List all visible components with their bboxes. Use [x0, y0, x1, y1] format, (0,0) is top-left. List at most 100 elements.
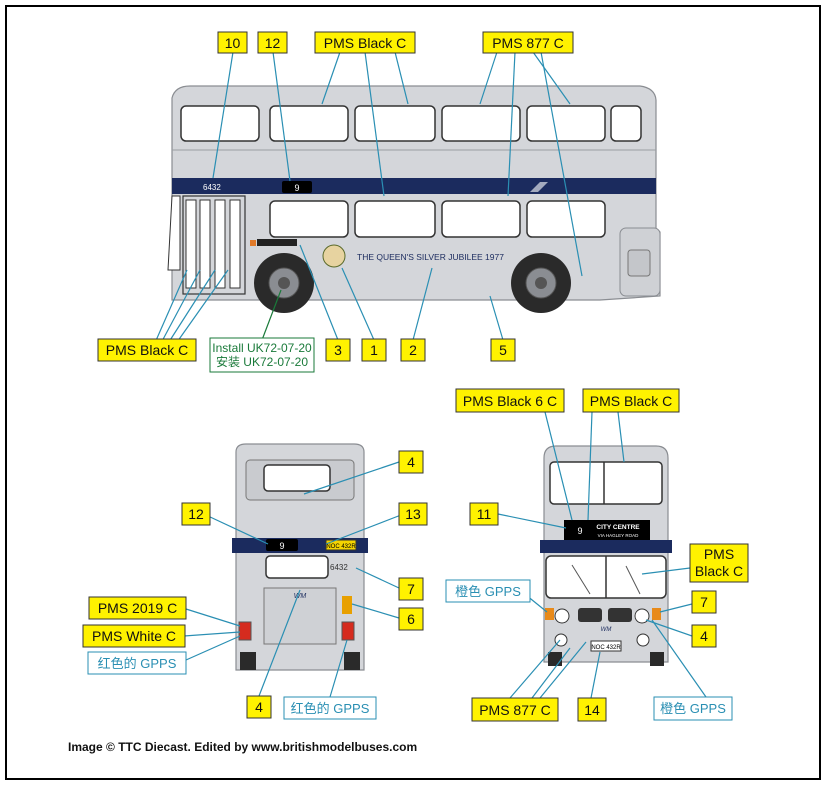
- front-callout-11: 11: [469, 502, 499, 526]
- svg-text:PMS Black 6 C: PMS Black 6 C: [463, 393, 557, 409]
- side-leader-lines: [153, 51, 583, 346]
- side-callout-2: 2: [400, 338, 426, 362]
- front-right-headlamp: [634, 608, 650, 624]
- side-callout-5: 5: [490, 338, 516, 362]
- side-fleet-plate: [257, 239, 297, 246]
- side-blue-band: [172, 178, 656, 194]
- front-callout-4: 4: [691, 624, 717, 648]
- front-destination-blind: [564, 520, 650, 540]
- rear-fleet-number: 6432: [330, 563, 348, 572]
- side-lower-window-1: [269, 200, 349, 238]
- rear-callout-pms-2019-c: PMS 2019 C: [88, 596, 187, 620]
- svg-text:橙色 GPPS: 橙色 GPPS: [455, 584, 521, 599]
- svg-text:PMS Black C: PMS Black C: [590, 393, 672, 409]
- front-right-indicator: [652, 608, 661, 620]
- svg-text:7: 7: [407, 581, 415, 597]
- side-engine-grille: [627, 249, 651, 277]
- svg-text:13: 13: [405, 506, 421, 522]
- front-left-indicator: [545, 608, 554, 620]
- side-route-number: 9: [294, 183, 299, 193]
- svg-text:PMS 877 C: PMS 877 C: [479, 702, 551, 718]
- front-callout-pms-black-6-c: PMS Black 6 C: [455, 388, 565, 413]
- svg-text:11: 11: [477, 506, 492, 522]
- side-callout-3: 3: [325, 338, 351, 362]
- rear-leader-lines: [183, 461, 402, 698]
- front-registration: NOC 432R: [591, 645, 621, 651]
- svg-text:2: 2: [409, 342, 417, 358]
- rear-gpps-red-left: 红色的 GPPS: [87, 651, 187, 675]
- front-gpps-orange-right: 橙色 GPPS: [653, 696, 733, 721]
- side-lower-window-2: [354, 200, 436, 238]
- door-pane-1: [185, 199, 197, 289]
- front-callout-pms-black-c-windscreen: PMS Black C: [689, 543, 749, 583]
- svg-text:1: 1: [370, 342, 378, 358]
- rear-callout-6: 6: [398, 607, 424, 631]
- diagram-border: [5, 5, 821, 780]
- front-callout-7: 7: [691, 590, 717, 614]
- front-right-wiper: [625, 565, 641, 595]
- rear-route-number: 9: [279, 541, 284, 551]
- front-callout-pms-877-c: PMS 877 C: [471, 697, 559, 722]
- side-fleet-number: 6432: [203, 183, 221, 192]
- rear-wm-logo: WM: [294, 593, 307, 600]
- svg-text:4: 4: [700, 628, 708, 644]
- rear-registration-plate: [325, 539, 357, 551]
- front-left-tyre: [548, 652, 562, 666]
- side-rear-hubcap: [535, 277, 547, 289]
- side-upper-window-2: [269, 105, 349, 142]
- side-callout-10: 10: [217, 31, 248, 54]
- svg-text:6: 6: [407, 611, 415, 627]
- svg-text:7: 7: [700, 594, 708, 610]
- jubilee-crest-icon: [322, 244, 346, 268]
- rear-gpps-red-bottom: 红色的 GPPS: [283, 696, 377, 720]
- image-credit: Image © TTC Diecast. Edited by www.briti…: [68, 740, 417, 754]
- side-callout-pms-877-c: PMS 877 C: [482, 31, 574, 54]
- rear-route-box: [266, 539, 298, 551]
- side-band-logo: [530, 182, 548, 192]
- front-view-bus: 9 CITY CENTRE VIA HAGLEY ROAD WM NOC 432…: [540, 445, 672, 666]
- svg-text:PMS: PMS: [704, 546, 734, 562]
- install-note: Install UK72-07-20 安装 UK72-07-20: [209, 337, 315, 373]
- door-pane-4: [229, 199, 241, 289]
- front-callout-14: 14: [577, 697, 607, 722]
- front-grille-left: [578, 608, 602, 622]
- svg-text:5: 5: [499, 342, 507, 358]
- rear-registration: NOC 432R: [326, 544, 356, 550]
- front-destination: CITY CENTRE: [596, 524, 640, 531]
- svg-text:3: 3: [334, 342, 342, 358]
- side-upper-window-3: [354, 105, 436, 142]
- front-right-foglamp: [636, 633, 650, 647]
- side-lower-window-4: [526, 200, 606, 238]
- side-upper-window-6: [610, 105, 642, 142]
- side-front-hubcap: [278, 277, 290, 289]
- svg-text:Black C: Black C: [695, 563, 743, 579]
- svg-text:Install UK72-07-20: Install UK72-07-20: [212, 341, 312, 355]
- svg-text:PMS Black C: PMS Black C: [106, 342, 188, 358]
- rear-callout-4-top: 4: [398, 450, 424, 474]
- rear-left-tyre: [240, 652, 256, 670]
- front-leader-lines: [497, 411, 707, 699]
- front-wm-logo: WM: [601, 627, 612, 633]
- svg-text:14: 14: [584, 702, 600, 718]
- front-left-headlamp: [554, 608, 570, 624]
- jubilee-text: THE QUEEN'S SILVER JUBILEE 1977: [357, 252, 504, 262]
- svg-text:PMS 2019 C: PMS 2019 C: [98, 600, 177, 616]
- front-via: VIA HAGLEY ROAD: [598, 533, 639, 538]
- rear-callout-pms-white-c: PMS White C: [82, 624, 186, 648]
- front-registration-plate: [590, 640, 622, 652]
- rear-warning-sticker: [342, 596, 352, 614]
- front-blue-band: [540, 540, 672, 553]
- front-upper-window: [549, 461, 663, 505]
- side-route-box: [282, 181, 312, 193]
- rear-right-lamp: [341, 621, 355, 641]
- svg-text:安装 UK72-07-20: 安装 UK72-07-20: [216, 354, 308, 369]
- svg-text:PMS 877 C: PMS 877 C: [492, 35, 564, 51]
- svg-text:PMS White C: PMS White C: [92, 628, 176, 644]
- front-left-wiper: [571, 564, 591, 595]
- side-callout-1: 1: [361, 338, 387, 362]
- rear-callout-13: 13: [398, 502, 428, 526]
- side-upper-window-1: [180, 105, 260, 142]
- door-pane-2: [199, 199, 211, 289]
- side-windscreen: [167, 195, 181, 271]
- rear-right-tyre: [344, 652, 360, 670]
